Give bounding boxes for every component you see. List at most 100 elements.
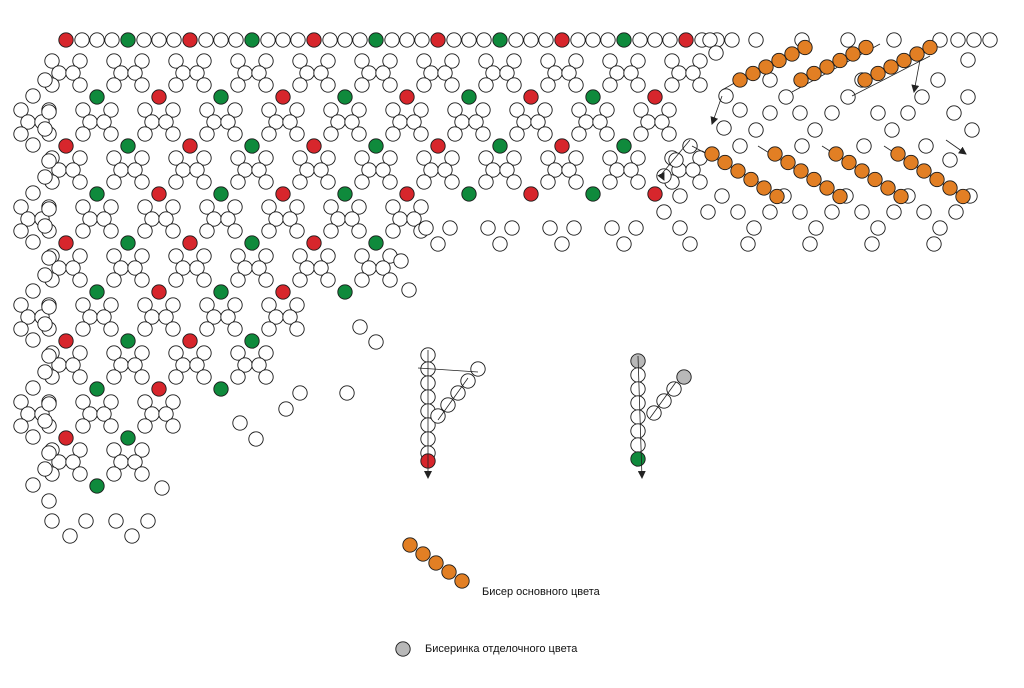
red-bead	[58, 235, 74, 251]
bead	[762, 72, 778, 88]
bead	[25, 380, 41, 396]
bead	[41, 250, 57, 266]
bead	[134, 466, 150, 482]
bead	[230, 150, 246, 166]
bead	[127, 260, 143, 276]
main-color-bead	[858, 39, 874, 56]
bead	[103, 394, 119, 410]
bead	[807, 122, 823, 138]
bead	[647, 32, 663, 48]
bead	[792, 105, 808, 121]
bead	[630, 53, 646, 69]
bead	[37, 72, 53, 88]
bead	[134, 53, 150, 69]
bead	[261, 102, 277, 118]
main-color-bead	[732, 72, 748, 88]
bead	[930, 72, 946, 88]
red-bead	[554, 32, 570, 48]
bead	[72, 466, 88, 482]
bead	[72, 345, 88, 361]
main-color-bead	[767, 146, 783, 162]
bead	[72, 442, 88, 458]
bead	[478, 174, 494, 190]
bead	[196, 272, 212, 288]
bead	[41, 299, 57, 315]
main-color-bead	[883, 59, 899, 75]
bead	[165, 297, 181, 313]
bead	[571, 102, 587, 118]
bead	[416, 174, 432, 190]
bead	[540, 77, 556, 93]
bead	[168, 150, 184, 166]
bead	[416, 150, 432, 166]
bead	[292, 150, 308, 166]
legend-trim-color-label: Бисеринка отделочного цвета	[425, 643, 578, 655]
bead	[630, 437, 646, 453]
bead	[692, 53, 708, 69]
bead	[75, 102, 91, 118]
main-color-bead	[857, 72, 873, 88]
bead	[602, 174, 618, 190]
main-color-bead-chains	[402, 39, 971, 589]
bead	[41, 493, 57, 509]
main-color-bead	[867, 171, 883, 188]
bead	[354, 272, 370, 288]
bead	[656, 393, 672, 409]
green-bead	[120, 430, 136, 446]
bead	[25, 332, 41, 348]
main-color-bead	[909, 46, 925, 62]
bead	[62, 528, 78, 544]
bead	[96, 309, 112, 325]
bead	[630, 381, 646, 397]
main-color-bead	[806, 171, 822, 188]
bead	[189, 260, 205, 276]
bead	[416, 53, 432, 69]
green-bead	[89, 89, 105, 105]
bead	[960, 89, 976, 105]
bead	[251, 65, 267, 81]
bead	[932, 220, 948, 236]
bead	[124, 528, 140, 544]
bead	[275, 32, 291, 48]
red-bead	[430, 138, 446, 154]
bead	[662, 32, 678, 48]
bead	[134, 272, 150, 288]
bead	[196, 369, 212, 385]
bead	[258, 174, 274, 190]
bead	[41, 396, 57, 412]
bead	[633, 102, 649, 118]
bead	[382, 77, 398, 93]
bead	[468, 114, 484, 130]
bead	[778, 89, 794, 105]
bead	[199, 321, 215, 337]
bead	[75, 126, 91, 142]
bead	[918, 138, 934, 154]
bead	[322, 32, 338, 48]
bead	[794, 138, 810, 154]
main-color-bead	[415, 546, 431, 562]
bead	[475, 126, 491, 142]
green-bead	[461, 186, 477, 202]
bead	[96, 114, 112, 130]
main-color-bead	[841, 154, 857, 171]
bead	[168, 53, 184, 69]
bead	[196, 53, 212, 69]
bead	[13, 418, 29, 434]
bead	[158, 406, 174, 422]
bead	[323, 199, 339, 215]
bead	[41, 153, 57, 169]
bead	[942, 152, 958, 168]
bead	[570, 32, 586, 48]
bead	[700, 204, 716, 220]
bead	[948, 204, 964, 220]
bead	[568, 77, 584, 93]
thread-line	[851, 55, 931, 97]
green-bead	[244, 138, 260, 154]
main-color-bead	[890, 146, 906, 162]
bead	[418, 220, 434, 236]
green-bead	[89, 186, 105, 202]
bead	[478, 150, 494, 166]
bead	[401, 282, 417, 298]
bead	[476, 32, 492, 48]
main-color-bead	[929, 171, 945, 188]
